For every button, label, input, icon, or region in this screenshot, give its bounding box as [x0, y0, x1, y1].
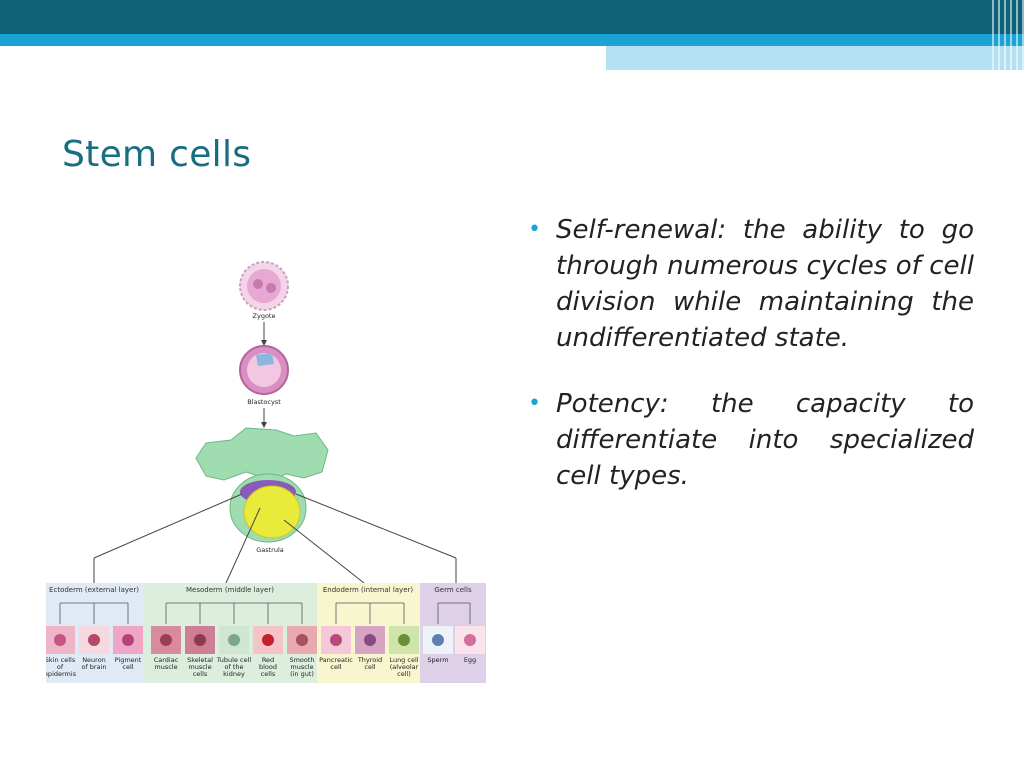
cell-label: Smooth — [289, 656, 314, 664]
cell-label: Neuron — [82, 656, 106, 664]
cell-nucleus — [228, 634, 240, 646]
cell-nucleus — [262, 634, 274, 646]
cell-label: epidermis — [46, 670, 77, 678]
endoderm-header: Endoderm (internal layer) — [323, 586, 414, 594]
gastrula-label: Gastrula — [256, 546, 284, 554]
cell-label: Thyroid — [357, 656, 382, 664]
cell-label: Pancreatic — [319, 656, 353, 664]
cell-label: kidney — [223, 670, 245, 678]
cell-label: muscle — [154, 663, 177, 671]
cell-label: muscle — [290, 663, 313, 671]
cell-label: of — [57, 663, 64, 671]
germ-cells-header: Germ cells — [434, 586, 472, 594]
cell-label: cells — [193, 670, 208, 678]
mesoderm-header: Mesoderm (middle layer) — [186, 586, 274, 594]
cell-label: Egg — [464, 656, 476, 664]
cell-nucleus — [160, 634, 172, 646]
bullet-dot-icon: • — [528, 391, 541, 416]
cell-label: cell) — [397, 670, 411, 678]
cell-nucleus — [194, 634, 206, 646]
cell-nucleus — [398, 634, 410, 646]
cell-nucleus — [432, 634, 444, 646]
bullet-list: • Self-renewal: the ability to go through… — [528, 212, 974, 524]
cell-label: (in gut) — [290, 670, 314, 678]
slide-title: Stem cells — [62, 134, 252, 175]
cell-label: Pigment — [115, 656, 142, 664]
cell-nucleus — [364, 634, 376, 646]
zygote-illustration — [239, 261, 289, 311]
stem-cell-diagram: Zygote Blastocyst Gastrula Ectoderm (ext… — [46, 258, 486, 688]
blastocyst-label: Blastocyst — [247, 398, 281, 406]
header-bar-dark — [0, 0, 1024, 34]
cell-label: Cardiac — [154, 656, 179, 664]
cell-label: Tubule cell — [216, 656, 252, 664]
cell-label: of brain — [81, 663, 106, 671]
bullet-text: the ability to go through numerous cycle… — [556, 215, 974, 353]
header-stripes — [992, 0, 1024, 70]
header-bar-blue — [0, 34, 1024, 46]
gastrula-illustration — [195, 427, 329, 543]
cell-label: blood — [259, 663, 277, 671]
zygote-label: Zygote — [253, 312, 276, 320]
cell-nucleus — [464, 634, 476, 646]
cell-label: (alveolar — [390, 663, 419, 671]
bullet-term: Self-renewal: — [556, 215, 727, 245]
cell-label: cells — [261, 670, 276, 678]
cell-label: cell — [122, 663, 133, 671]
cell-label: cell — [364, 663, 375, 671]
cell-label: cell — [330, 663, 341, 671]
cell-label: Lung cell — [389, 656, 418, 664]
cell-nucleus — [54, 634, 66, 646]
cell-label: Skeletal — [187, 656, 213, 664]
bullet-self-renewal: • Self-renewal: the ability to go through… — [528, 212, 974, 356]
bullet-potency: • Potency: the capacity to differentiate … — [528, 386, 974, 494]
ectoderm-header: Ectoderm (external layer) — [49, 586, 139, 594]
cell-label: Skin cells — [46, 656, 76, 664]
cell-label: muscle — [188, 663, 211, 671]
cell-nucleus — [88, 634, 100, 646]
header-bar-light — [606, 46, 1024, 70]
bullet-text: the capacity to differentiate into speci… — [556, 389, 974, 491]
cell-nucleus — [330, 634, 342, 646]
cell-label: Red — [262, 656, 274, 664]
bullet-dot-icon: • — [528, 217, 541, 242]
blastocyst-illustration — [239, 345, 289, 395]
cell-nucleus — [296, 634, 308, 646]
cell-nucleus — [122, 634, 134, 646]
bullet-term: Potency: — [556, 389, 669, 419]
cell-label: of the — [225, 663, 244, 671]
cell-label: Sperm — [427, 656, 448, 664]
